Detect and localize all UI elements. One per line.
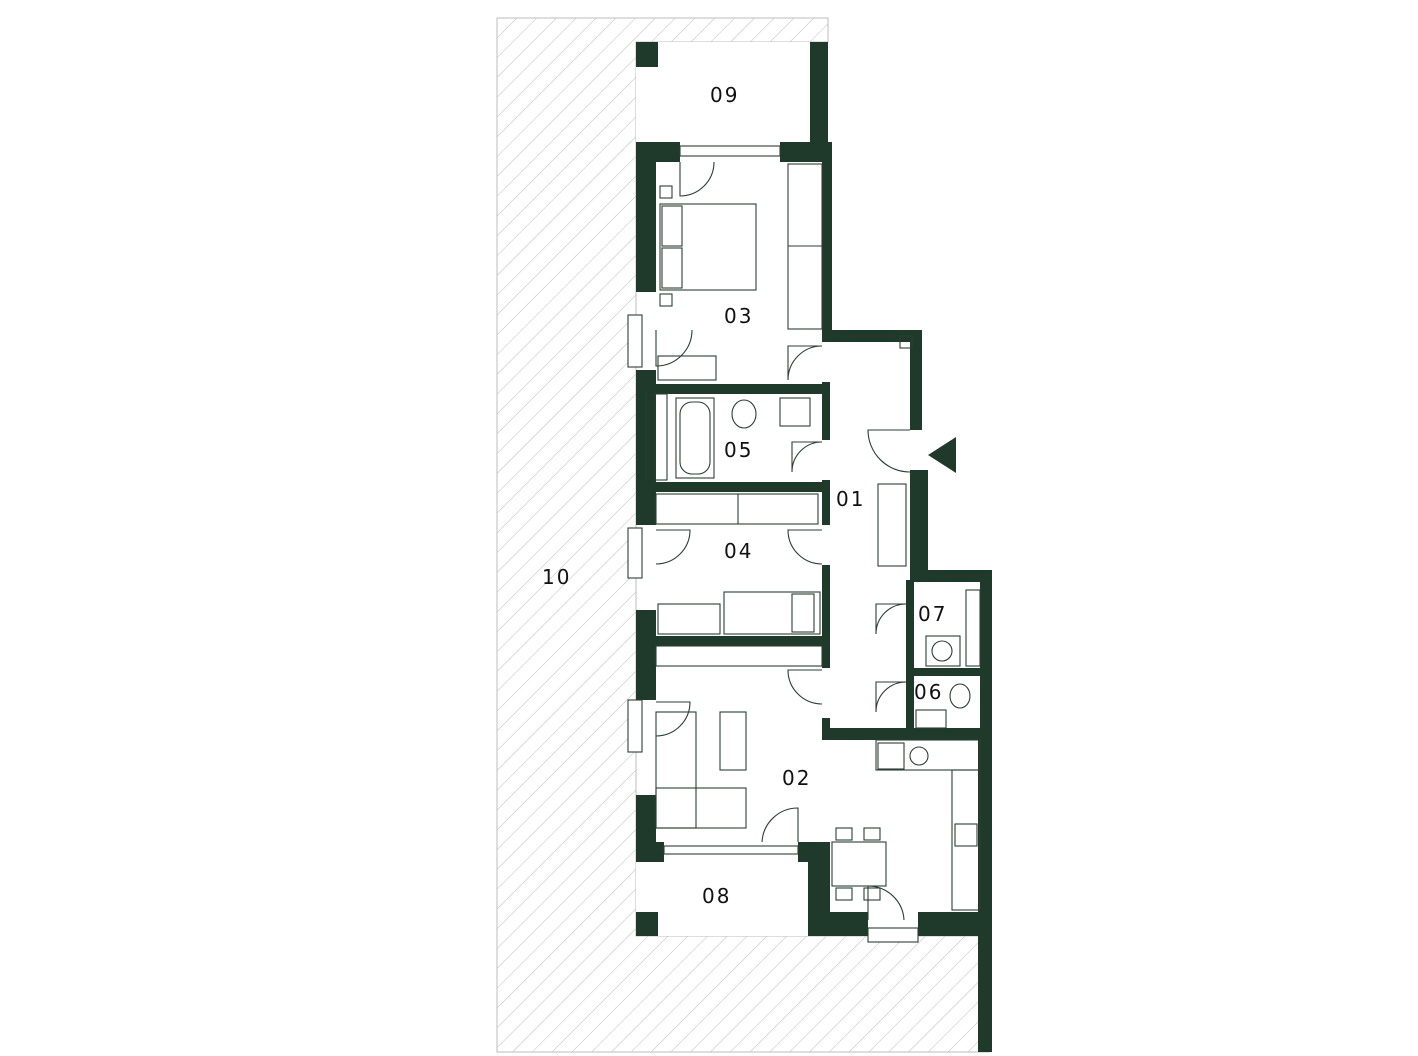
room-label-08: 08 bbox=[702, 884, 731, 908]
room-label-01: 01 bbox=[836, 487, 865, 511]
bedroom-03-furniture bbox=[657, 163, 823, 381]
triangle-entrance-icon bbox=[928, 437, 956, 473]
room-label-02: 02 bbox=[782, 766, 811, 790]
living-room-02-furniture bbox=[655, 645, 981, 911]
interior-walls bbox=[656, 342, 986, 740]
hall-01-furniture bbox=[877, 335, 913, 567]
bathroom-05-fixtures bbox=[654, 393, 811, 481]
door-swings bbox=[655, 161, 911, 921]
room-label-10: 10 bbox=[542, 565, 571, 589]
utility-fixtures bbox=[915, 589, 981, 729]
room-label-07: 07 bbox=[918, 602, 947, 626]
room-label-09: 09 bbox=[710, 83, 739, 107]
windows bbox=[627, 145, 919, 943]
room-04-furniture bbox=[655, 493, 821, 635]
room-label-05: 05 bbox=[724, 438, 753, 462]
exterior-walls bbox=[636, 142, 992, 1052]
room-label-03: 03 bbox=[724, 304, 753, 328]
room-label-06: 06 bbox=[914, 680, 943, 704]
room-label-04: 04 bbox=[724, 539, 753, 563]
balcony-09 bbox=[636, 42, 828, 162]
